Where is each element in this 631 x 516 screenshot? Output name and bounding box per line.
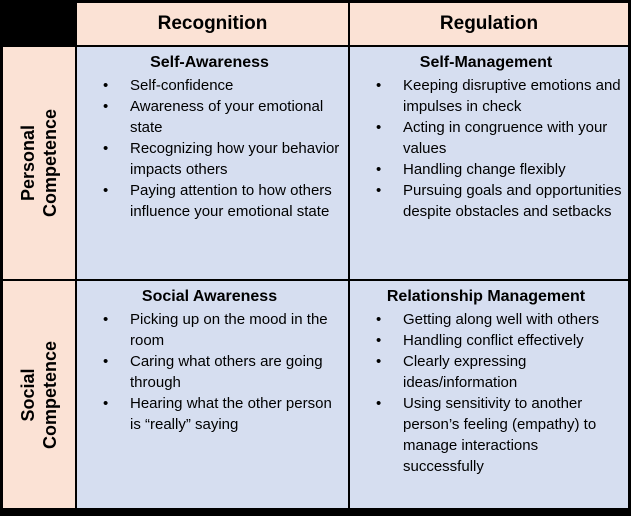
quadrant-relationship-management: Relationship Management Getting along we…	[350, 281, 628, 508]
bullet-item: Acting in congruence with your values	[350, 117, 622, 159]
bullet-list: Keeping disruptive emotions and impulses…	[350, 75, 622, 222]
column-header-recognition: Recognition	[77, 3, 348, 45]
quadrant-self-management: Self-Management Keeping disruptive emoti…	[350, 47, 628, 279]
bullet-item: Recognizing how your behavior impacts ot…	[77, 138, 342, 180]
bullet-item: Caring what others are going through	[77, 351, 342, 393]
row-header-line: Personal	[18, 124, 38, 202]
bullet-item: Handling conflict effectively	[350, 330, 622, 351]
row-header-line: Competence	[40, 340, 60, 449]
bullet-list: Self-confidence Awareness of your emotio…	[77, 75, 342, 222]
row-header-personal-competence: Personal Competence	[3, 47, 75, 279]
row-header-social-competence: Social Competence	[3, 281, 75, 508]
quadrant-title: Relationship Management	[386, 288, 586, 305]
quadrant-title: Self-Awareness	[150, 54, 269, 71]
bullet-list: Getting along well with others Handling …	[350, 309, 622, 477]
bullet-item: Getting along well with others	[350, 309, 622, 330]
row-header-line: Competence	[40, 108, 60, 218]
bullet-item: Handling change flexibly	[350, 159, 622, 180]
row-header-label: Personal Competence	[17, 109, 61, 217]
quadrant-social-awareness: Social Awareness Picking up on the mood …	[77, 281, 348, 508]
row-header-line: Social	[18, 367, 38, 422]
bullet-item: Picking up on the mood in the room	[77, 309, 342, 351]
column-header-label: Recognition	[157, 13, 268, 34]
bullet-item: Awareness of your emotional state	[77, 96, 342, 138]
bullet-item: Hearing what the other person is “really…	[77, 393, 342, 435]
column-header-label: Regulation	[439, 13, 539, 34]
bullet-item: Keeping disruptive emotions and impulses…	[350, 75, 622, 117]
quadrant-self-awareness: Self-Awareness Self-confidence Awareness…	[77, 47, 348, 279]
bullet-list: Picking up on the mood in the room Carin…	[77, 309, 342, 435]
bullet-item: Using sensitivity to another person’s fe…	[350, 393, 622, 477]
quadrant-title: Self-Management	[419, 54, 553, 71]
column-header-regulation: Regulation	[350, 3, 628, 45]
corner-cell	[3, 3, 75, 45]
bullet-item: Clearly expressing ideas/information	[350, 351, 622, 393]
bullet-item: Self-confidence	[77, 75, 342, 96]
quadrant-title: Social Awareness	[141, 288, 278, 305]
row-header-label: Social Competence	[17, 340, 61, 448]
bullet-item: Pursuing goals and opportunities despite…	[350, 180, 622, 222]
bullet-item: Paying attention to how others influence…	[77, 180, 342, 222]
